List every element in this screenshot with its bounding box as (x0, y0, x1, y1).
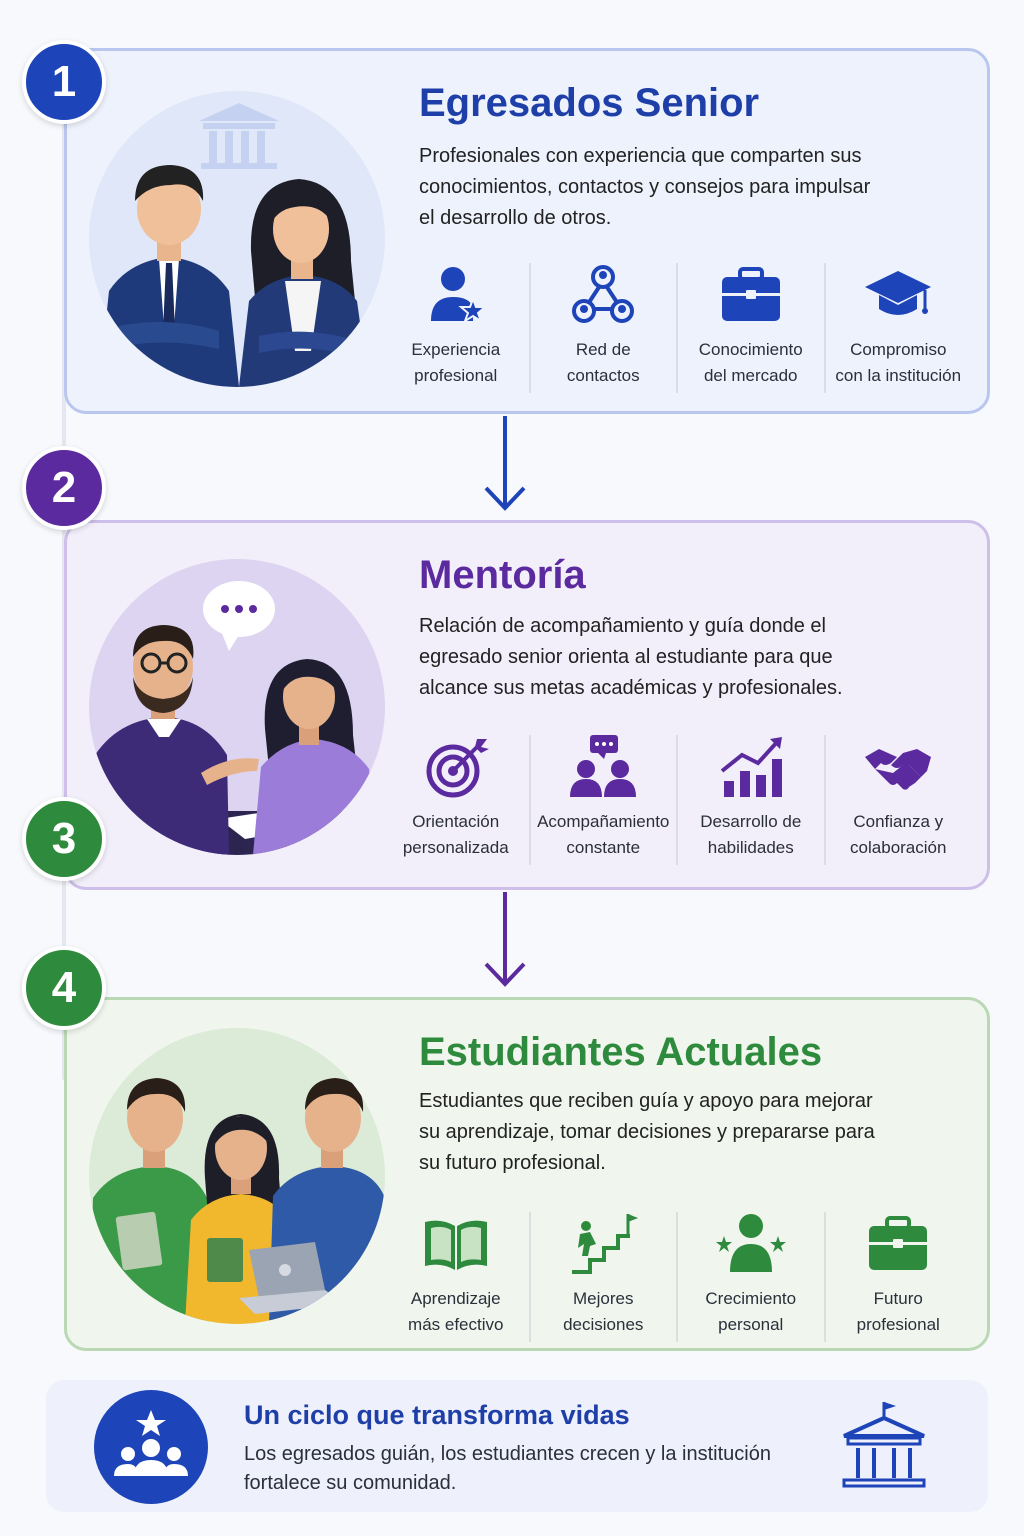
feature-item: Acompañamiento constante (528, 735, 677, 865)
feature-item: Mejores decisiones (528, 1212, 677, 1342)
open-book-icon (421, 1212, 491, 1276)
students-illustration (89, 1028, 385, 1324)
feature-item: Compromiso con la institución (823, 263, 972, 393)
handshake-icon (863, 735, 933, 799)
feature-row: Orientación personalizada Acompañamiento… (383, 735, 971, 865)
feature-label: Experiencia profesional (411, 340, 501, 385)
stairs-flag-icon (568, 1212, 639, 1276)
feature-label: Conocimiento del mercado (698, 340, 803, 385)
card-description: Relación de acompañamiento y guía donde … (419, 615, 843, 699)
feature-item: Confianza y colaboración (823, 735, 972, 865)
feature-label: Crecimiento personal (705, 1289, 797, 1334)
feature-label: Confianza y colaboración (850, 812, 947, 857)
feature-label: Orientación personalizada (402, 812, 509, 857)
growth-chart-icon (716, 735, 786, 799)
card-description: Estudiantes que reciben guía y apoyo par… (419, 1090, 875, 1174)
card-title: Egresados Senior (419, 81, 760, 125)
footer-text: Los egresados guián, los estudiantes cre… (244, 1443, 771, 1494)
feature-label: Compromiso con la institución (835, 340, 962, 385)
feature-item: Conocimiento del mercado (676, 263, 824, 393)
card-mentoria: Mentoría Relación de acompañamiento y gu… (64, 520, 990, 890)
feature-item: Aprendizaje más efectivo (383, 1212, 529, 1342)
feature-item: Experiencia profesional (383, 263, 529, 393)
briefcase-icon (716, 263, 786, 327)
feature-row: Aprendizaje más efectivo Mejores decisio… (383, 1212, 971, 1342)
network-icon (568, 263, 638, 327)
card-description: Profesionales con experiencia que compar… (419, 145, 871, 229)
step-badge-2: 2 (22, 446, 106, 530)
feature-item: Crecimiento personal (676, 1212, 824, 1342)
card-title: Mentoría (419, 553, 586, 597)
mentoring-illustration (89, 559, 385, 855)
feature-item: Futuro profesional (823, 1212, 972, 1342)
card-egresados-senior: Egresados Senior Profesionales con exper… (64, 48, 990, 414)
people-chat-icon (568, 735, 638, 799)
feature-label: Acompañamiento constante (537, 812, 670, 857)
feature-item: Orientación personalizada (383, 735, 529, 865)
target-icon (421, 735, 491, 799)
footer-title: Un ciclo que transforma vidas (244, 1400, 630, 1430)
feature-item: Red de contactos (528, 263, 677, 393)
feature-label: Mejores decisiones (563, 1289, 644, 1334)
feature-label: Aprendizaje más efectivo (408, 1289, 504, 1334)
senior-graduates-illustration (89, 91, 385, 387)
down-arrow-icon (480, 892, 530, 988)
card-estudiantes-actuales: Estudiantes Actuales Estudiantes que rec… (64, 997, 990, 1351)
feature-label: Futuro profesional (856, 1289, 940, 1334)
step-badge-3: 3 (22, 797, 106, 881)
institution-building-icon (836, 1398, 932, 1494)
briefcase-icon (863, 1212, 933, 1276)
feature-label: Red de contactos (566, 340, 640, 385)
card-title: Estudiantes Actuales (419, 1030, 823, 1074)
step-badge-1: 1 (22, 40, 106, 124)
step-badge-4: 4 (22, 946, 106, 1030)
feature-item: Desarrollo de habilidades (676, 735, 824, 865)
professional-star-icon (421, 263, 491, 327)
community-star-icon (94, 1390, 208, 1504)
graduation-cap-icon (863, 263, 933, 327)
person-stars-icon (715, 1212, 786, 1276)
down-arrow-icon (480, 416, 530, 512)
footer-banner: Un ciclo que transforma vidas Los egresa… (46, 1380, 988, 1512)
feature-row: Experiencia profesional Red de contactos… (383, 263, 971, 393)
feature-label: Desarrollo de habilidades (700, 812, 802, 857)
